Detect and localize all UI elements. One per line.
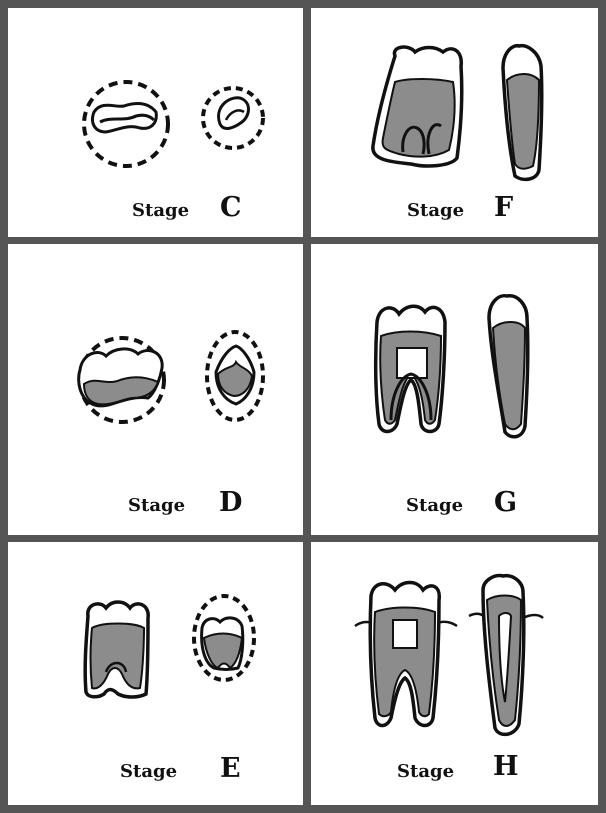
vertical-divider (303, 0, 311, 813)
stage-label: Stage (132, 200, 189, 221)
panel-stage-h: Stage H (311, 542, 598, 805)
panel-stage-e: Stage E (8, 542, 303, 805)
panel-stage-g: Stage G (311, 244, 598, 535)
stage-letter: C (220, 192, 242, 223)
panel-stage-d: Stage D (8, 244, 303, 535)
horizontal-divider-top (0, 237, 606, 244)
stage-label: Stage (128, 495, 185, 516)
stage-g-teeth-illustration (311, 244, 598, 535)
horizontal-divider-bottom (0, 535, 606, 542)
stage-label: Stage (407, 200, 464, 221)
stage-letter: G (494, 487, 517, 518)
panel-stage-f: Stage F (311, 8, 598, 237)
stage-letter: H (493, 751, 519, 782)
stage-label: Stage (397, 761, 454, 782)
stage-label: Stage (406, 495, 463, 516)
panel-stage-c: Stage C (8, 8, 303, 237)
stage-h-teeth-illustration (311, 542, 598, 805)
stage-letter: E (220, 753, 241, 784)
stage-letter: D (219, 487, 242, 518)
stage-label: Stage (120, 761, 177, 782)
stage-d-teeth-illustration (8, 244, 303, 535)
stage-letter: F (494, 192, 513, 223)
